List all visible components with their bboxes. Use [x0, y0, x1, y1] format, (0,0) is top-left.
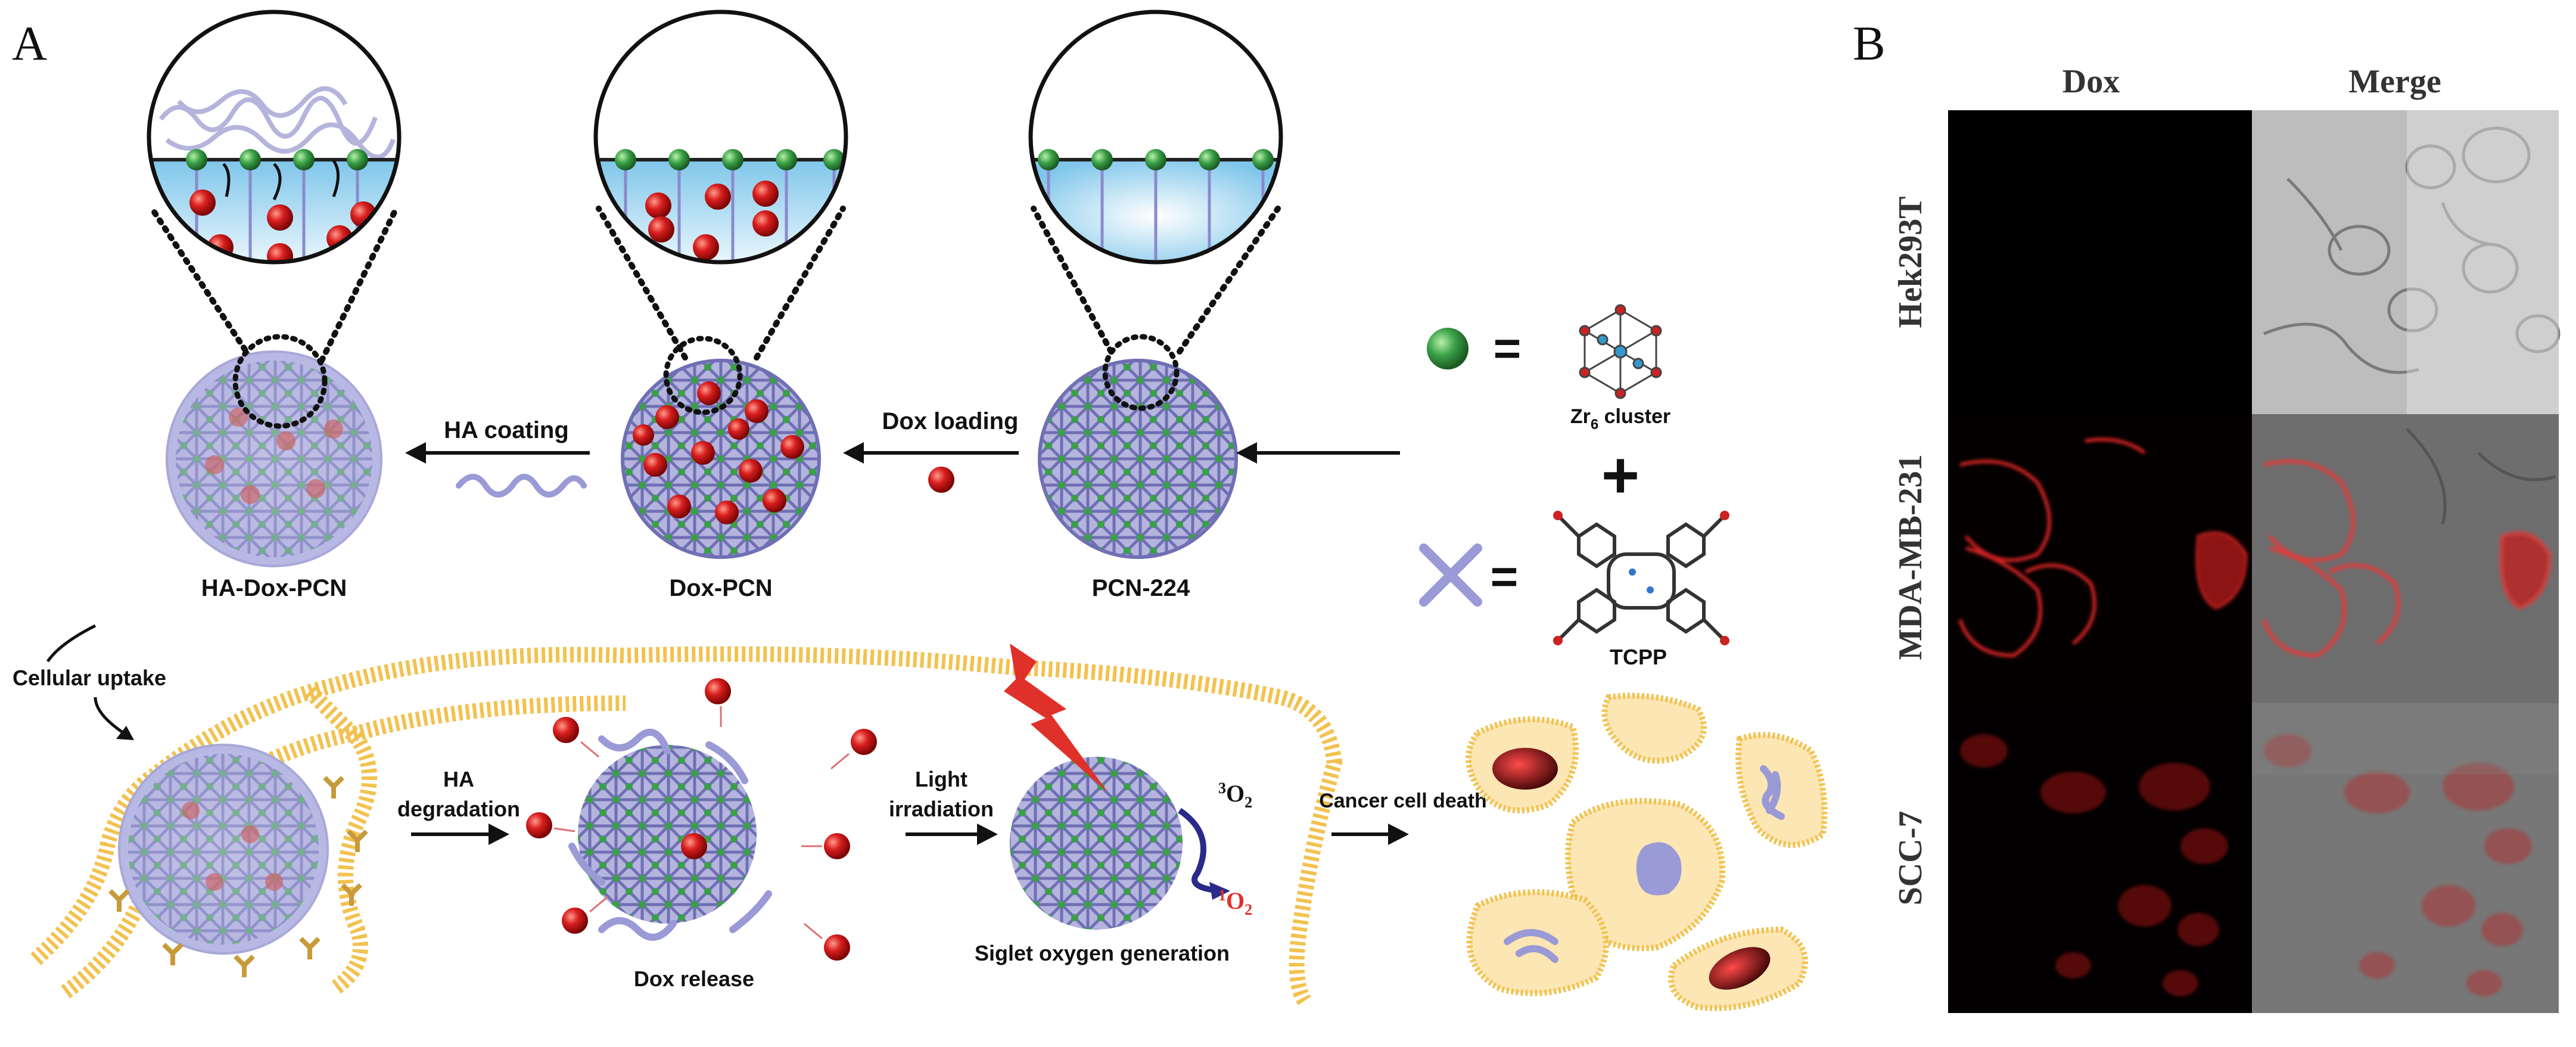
arrow-ha-coating: [405, 442, 590, 464]
microscopy-grid: [1948, 110, 2561, 1013]
label-light-2: irradiation: [889, 797, 994, 821]
label-ha-coating: HA coating: [444, 417, 569, 443]
label-dox-loading: Dox loading: [882, 408, 1019, 434]
legend-equals-tcpp: =: [1491, 550, 1519, 603]
ha-dox-pcn-particle: [166, 334, 382, 567]
row-label-hek293t: Hek293T: [1892, 197, 1929, 328]
oxygen-conversion-head: [1209, 882, 1230, 900]
column-header-dox: Dox: [2062, 63, 2120, 100]
membrane-fold: [304, 685, 377, 996]
arrow-legend-to-pcn: [1236, 442, 1400, 464]
label-light-1: Light: [915, 767, 967, 791]
label-dox-release: Dox release: [634, 967, 754, 991]
zr6-node-icon: [1427, 328, 1469, 369]
zr6-cluster-icon: [1579, 304, 1662, 399]
pcn-224-particle: [1038, 334, 1238, 559]
dying-cells: [1466, 692, 1828, 1011]
row-label-mda-mb-231: MDA-MB-231: [1892, 454, 1929, 660]
legend-zr6-label: Zr6 cluster: [1570, 405, 1670, 433]
panel-a-letter: A: [12, 16, 47, 70]
receptor-icons: [108, 776, 368, 977]
image-hek293t-dox: [1948, 110, 2252, 414]
label-dox-pcn: Dox-PCN: [669, 575, 772, 601]
legend-equals-zr: =: [1494, 322, 1522, 375]
arrow-cellular-uptake-head: [116, 726, 134, 740]
zoom-circle-ha-dox-pcn: [147, 10, 402, 364]
dox-release-particle: [568, 728, 772, 941]
arrow-cellular-uptake-1: [46, 624, 97, 663]
row-label-scc-7: SCC-7: [1892, 811, 1929, 906]
singlet-oxygen-label: 1O2: [1218, 887, 1252, 918]
singlet-oxygen-particle: [1010, 757, 1183, 930]
panel-b-letter: B: [1853, 16, 1886, 70]
triplet-oxygen-label: 3O2: [1218, 779, 1252, 811]
arrow-dox-loading: [843, 442, 1019, 464]
oxygen-conversion-arrow: [1178, 807, 1222, 894]
released-dox-molecules: [526, 678, 877, 961]
label-ha-degradation-1: HA: [443, 767, 474, 791]
dox-pcn-particle: [621, 335, 821, 559]
label-cancer-cell-death: Cancer cell death: [1319, 790, 1487, 812]
zoom-circle-dox-pcn: [593, 10, 848, 361]
zoom-circle-pcn-224: [1028, 10, 1283, 355]
uptake-particle: [118, 744, 329, 955]
label-cellular-uptake: Cellular uptake: [13, 666, 166, 690]
label-singlet-oxygen: Siglet oxygen generation: [975, 941, 1230, 965]
arrow-ha-degradation: [411, 824, 509, 845]
ha-chain-icon: [456, 474, 587, 498]
label-ha-degradation-2: degradation: [397, 797, 520, 821]
legend-plus: +: [1601, 439, 1639, 512]
tcpp-molecule-icon: [1553, 511, 1729, 645]
column-header-merge: Merge: [2348, 63, 2441, 100]
arrow-cancer-cell-death: [1331, 824, 1409, 845]
image-hek293t-merge: [2252, 110, 2559, 414]
dox-molecule-icon: [928, 467, 954, 493]
label-pcn-224: PCN-224: [1092, 575, 1190, 601]
legend-tcpp-label: TCPP: [1610, 645, 1667, 669]
lightning-bolt-icon: [1004, 644, 1108, 793]
arrow-light-irradiation: [906, 824, 998, 845]
label-ha-dox-pcn: HA-Dox-PCN: [201, 575, 347, 601]
tcpp-linker-icon: [1419, 543, 1482, 607]
